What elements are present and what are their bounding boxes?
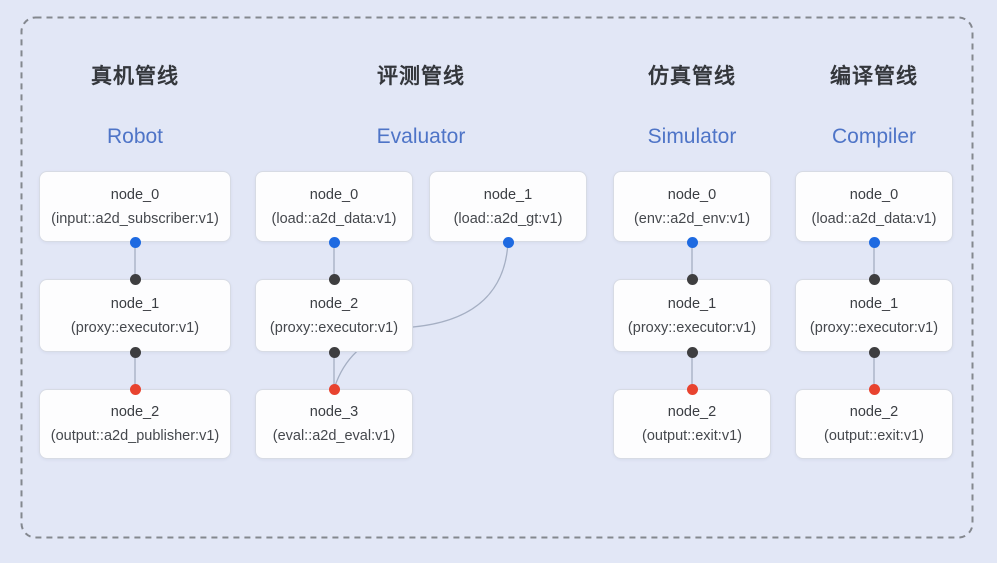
port-output-blue[interactable] <box>868 236 880 248</box>
port-input-red[interactable] <box>129 383 141 395</box>
node-name: node_2 <box>667 404 717 420</box>
node-box-robot-node2[interactable]: node_2 (output::a2d_publisher:v1) <box>39 389 231 459</box>
node-box-robot-node0[interactable]: node_0 (input::a2d_subscriber:v1) <box>39 171 231 242</box>
column-title-simulator: 仿真管线 <box>648 65 736 88</box>
node-type: (output::exit:v1) <box>824 428 924 444</box>
port-input-red[interactable] <box>328 383 340 395</box>
column-subtitle-compiler: Compiler <box>831 125 917 148</box>
node-type: (proxy::executor:v1) <box>809 319 939 336</box>
node-name: node_3 <box>309 404 359 420</box>
node-type: (eval::a2d_eval:v1) <box>272 428 396 444</box>
port-input-red[interactable] <box>686 383 698 395</box>
node-name: node_1 <box>483 186 533 203</box>
node-box-simulator-node1[interactable]: node_1 (proxy::executor:v1) <box>613 279 771 352</box>
node-type: (output::exit:v1) <box>642 428 742 444</box>
node-box-simulator-node2[interactable]: node_2 (output::exit:v1) <box>613 389 771 459</box>
column-subtitle-simulator: Simulator <box>647 125 737 148</box>
port-output-blue[interactable] <box>328 236 340 248</box>
group-dashed-border <box>20 16 974 539</box>
port-input-dark[interactable] <box>686 273 698 285</box>
node-name: node_1 <box>110 295 160 312</box>
node-type: (load::a2d_data:v1) <box>811 210 937 227</box>
node-box-compiler-node1[interactable]: node_1 (proxy::executor:v1) <box>795 279 953 352</box>
column-title-compiler: 编译管线 <box>830 65 918 88</box>
port-input-dark[interactable] <box>129 273 141 285</box>
column-title-robot: 真机管线 <box>91 65 179 88</box>
column-title-evaluator: 评测管线 <box>377 65 465 88</box>
node-name: node_1 <box>667 295 717 312</box>
node-name: node_0 <box>309 186 359 203</box>
node-box-robot-node1[interactable]: node_1 (proxy::executor:v1) <box>39 279 231 352</box>
node-name: node_0 <box>667 186 717 203</box>
port-output-dark[interactable] <box>129 346 141 358</box>
node-name: node_0 <box>110 186 160 203</box>
column-subtitle-robot: Robot <box>106 125 164 148</box>
port-input-dark[interactable] <box>868 273 880 285</box>
node-name: node_2 <box>849 404 899 420</box>
node-box-compiler-node0[interactable]: node_0 (load::a2d_data:v1) <box>795 171 953 242</box>
port-output-dark[interactable] <box>686 346 698 358</box>
port-output-dark[interactable] <box>328 346 340 358</box>
node-box-evaluator-node0[interactable]: node_0 (load::a2d_data:v1) <box>255 171 413 242</box>
node-type: (proxy::executor:v1) <box>70 319 200 336</box>
port-output-blue[interactable] <box>129 236 141 248</box>
node-box-evaluator-node1[interactable]: node_1 (load::a2d_gt:v1) <box>429 171 587 242</box>
node-type: (input::a2d_subscriber:v1) <box>51 210 219 227</box>
node-name: node_1 <box>849 295 899 312</box>
node-box-evaluator-node3[interactable]: node_3 (eval::a2d_eval:v1) <box>255 389 413 459</box>
node-type: (env::a2d_env:v1) <box>633 210 751 227</box>
node-box-simulator-node0[interactable]: node_0 (env::a2d_env:v1) <box>613 171 771 242</box>
node-name: node_2 <box>309 295 359 312</box>
port-output-blue[interactable] <box>686 236 698 248</box>
port-output-blue[interactable] <box>502 236 514 248</box>
node-type: (output::a2d_publisher:v1) <box>50 428 220 444</box>
node-name: node_0 <box>849 186 899 203</box>
node-name: node_2 <box>110 404 160 420</box>
node-type: (load::a2d_data:v1) <box>271 210 397 227</box>
node-box-compiler-node2[interactable]: node_2 (output::exit:v1) <box>795 389 953 459</box>
node-box-evaluator-node2[interactable]: node_2 (proxy::executor:v1) <box>255 279 413 352</box>
node-type: (proxy::executor:v1) <box>269 319 399 336</box>
column-subtitle-evaluator: Evaluator <box>376 125 466 148</box>
node-type: (proxy::executor:v1) <box>627 319 757 336</box>
port-input-red[interactable] <box>868 383 880 395</box>
port-input-dark[interactable] <box>328 273 340 285</box>
port-output-dark[interactable] <box>868 346 880 358</box>
node-type: (load::a2d_gt:v1) <box>453 210 563 227</box>
